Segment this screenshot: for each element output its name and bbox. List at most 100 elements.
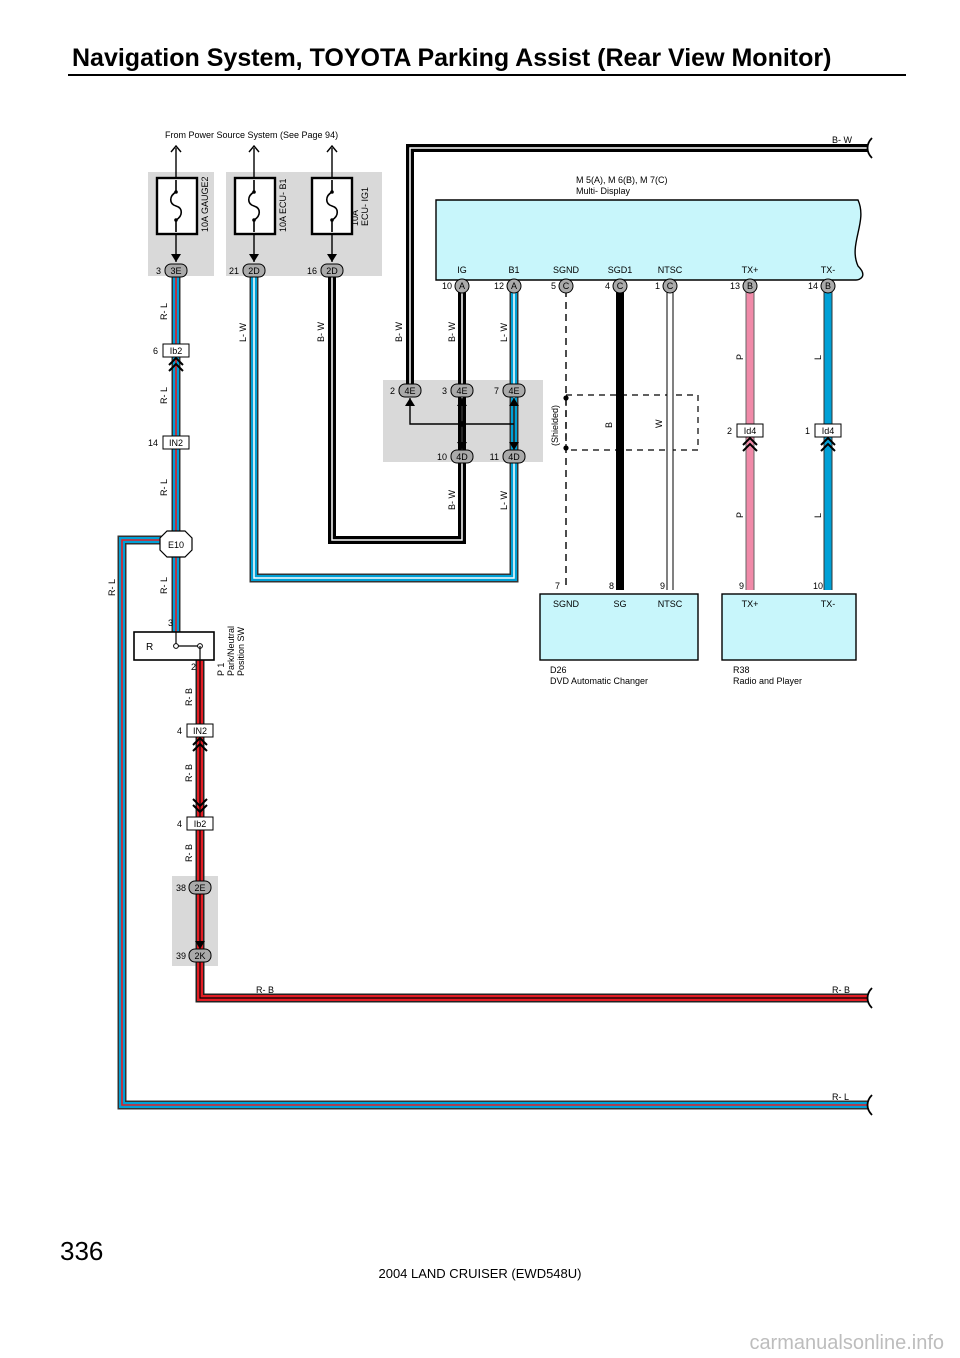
jc-pin-4e-c: 7 [494, 386, 499, 396]
conn-in2-low: IN2 [193, 726, 207, 736]
fuse-conn-2d-b: 2D [326, 266, 338, 276]
watermark: carmanualsonline.info [749, 1332, 944, 1354]
wl-rl-4: R- L [159, 577, 169, 594]
jc-pin-4e-b: 3 [442, 386, 447, 396]
md-pin-ntsc: 1 [655, 281, 660, 291]
radio-term-txp: TX+ [742, 599, 759, 609]
fuse-gauge2 [155, 176, 199, 236]
multi-display-label-1: M 5(A), M 6(B), M 7(C) [576, 175, 668, 185]
md-term-ig: IG [457, 265, 467, 275]
multi-display-label-2: Multi- Display [576, 186, 631, 196]
psw-pin-out: 2 [191, 662, 196, 672]
md-conn-b1: A [511, 281, 517, 291]
multi-display-box [435, 199, 864, 281]
md-pin-txp: 13 [730, 281, 740, 291]
wl-rb-1: R- B [184, 688, 194, 706]
dvd-label-1: D26 [550, 665, 567, 675]
conn-ib2-top: Ib2 [170, 346, 183, 356]
dvd-term-sgnd: SGND [553, 599, 580, 609]
md-conn-txm: B [825, 281, 831, 291]
fuse-pin-2d-b: 16 [307, 266, 317, 276]
wl-rl-3: R- L [159, 479, 169, 496]
wl-rb-2: R- B [184, 764, 194, 782]
pin-id4-p: 2 [727, 426, 732, 436]
radio-pin-txp: 9 [739, 581, 744, 591]
wl-shielded: (Shielded) [550, 405, 560, 446]
fuse-pin-2d-a: 21 [229, 266, 239, 276]
conn-2k: 2K [194, 951, 205, 961]
pin-ib2-top: 6 [153, 346, 158, 356]
wire-label-rb-left: R- B [256, 985, 274, 995]
wl-p-2: P [735, 512, 745, 518]
source-label: From Power Source System (See Page 94) [165, 130, 338, 140]
fuse-label-gauge2: 10A GAUGE2 [200, 176, 210, 232]
conn-id4-l: Id4 [822, 426, 835, 436]
dvd-term-ntsc: NTSC [658, 599, 683, 609]
fuse-conn-2d-a: 2D [248, 266, 260, 276]
svg-text:E10: E10 [168, 540, 184, 550]
conn-ib2-low: Ib2 [194, 819, 207, 829]
pin-2k: 39 [176, 951, 186, 961]
md-term-txm: TX- [821, 265, 836, 275]
dvd-label-2: DVD Automatic Changer [550, 676, 648, 686]
wire-label-bw-top: B- W [832, 135, 853, 145]
wl-bw-3: B- W [447, 321, 457, 342]
dvd-term-sg: SG [613, 599, 626, 609]
fuse-ecu-b1 [233, 176, 277, 236]
psw-label-3: Position SW [236, 626, 246, 676]
jc-4e-b: 4E [456, 386, 467, 396]
md-term-sgnd: SGND [553, 265, 580, 275]
wl-p-1: P [735, 354, 745, 360]
psw-label-1: P 1 [216, 663, 226, 676]
wl-bw-2: B- W [394, 321, 404, 342]
conn-2e: 2E [194, 883, 205, 893]
conn-in2-top: IN2 [169, 438, 183, 448]
conn-id4-p: Id4 [744, 426, 757, 436]
pin-ib2-low: 4 [177, 819, 182, 829]
title-rule [68, 74, 906, 76]
pin-in2-top: 14 [148, 438, 158, 448]
wl-lw-2: L- W [499, 322, 509, 342]
jc-pin-4d-b: 11 [490, 452, 499, 462]
footer: 2004 LAND CRUISER (EWD548U) [378, 1266, 582, 1281]
fuse-pin-3e: 3 [156, 266, 161, 276]
wl-rb-3: R- B [184, 844, 194, 862]
wire-r-b [195, 660, 868, 1003]
svg-text:R: R [146, 642, 153, 653]
wire-label-rl-bottom: R- L [832, 1092, 849, 1102]
wl-lw-3: L- W [499, 490, 509, 510]
fuse-conn-3e: 3E [170, 266, 181, 276]
jc-4d-b: 4D [508, 452, 520, 462]
park-neutral-switch: R [133, 631, 215, 661]
pin-in2-low: 4 [177, 726, 182, 736]
radio-pin-txm: 10 [813, 581, 823, 591]
md-term-ntsc: NTSC [658, 265, 683, 275]
md-term-txp: TX+ [742, 265, 759, 275]
md-pin-txm: 14 [808, 281, 818, 291]
wl-rl-5: R- L [107, 579, 117, 596]
jc-4e-a: 4E [404, 386, 415, 396]
wire-label-rb-right: R- B [832, 985, 850, 995]
md-conn-sgnd: C [563, 281, 570, 291]
md-conn-txp: B [747, 281, 753, 291]
wl-w: W [654, 419, 664, 428]
page-number: 336 [60, 1236, 104, 1266]
md-pin-sgnd: 5 [551, 281, 556, 291]
page-title: Navigation System, TOYOTA Parking Assist… [72, 44, 832, 72]
wire-r-l [117, 276, 868, 1110]
pin-2e: 38 [176, 883, 186, 893]
wl-lw-1: L- W [238, 322, 248, 342]
md-conn-ig: A [459, 281, 465, 291]
wl-b: B [604, 422, 614, 428]
fuse-label-ecu-b1: 10A ECU- B1 [278, 178, 288, 232]
psw-pin-in: 3 [168, 618, 173, 628]
radio-label-2: Radio and Player [733, 676, 802, 686]
jc-4e-c: 4E [508, 386, 519, 396]
md-conn-ntsc: C [667, 281, 674, 291]
md-term-b1: B1 [508, 265, 519, 275]
fuse-label-ecu-ig1-b: ECU- IG1 [360, 187, 370, 226]
dvd-pin-sg: 8 [609, 581, 614, 591]
dvd-pin-ntsc: 9 [660, 581, 665, 591]
md-conn-sgd1: C [617, 281, 624, 291]
